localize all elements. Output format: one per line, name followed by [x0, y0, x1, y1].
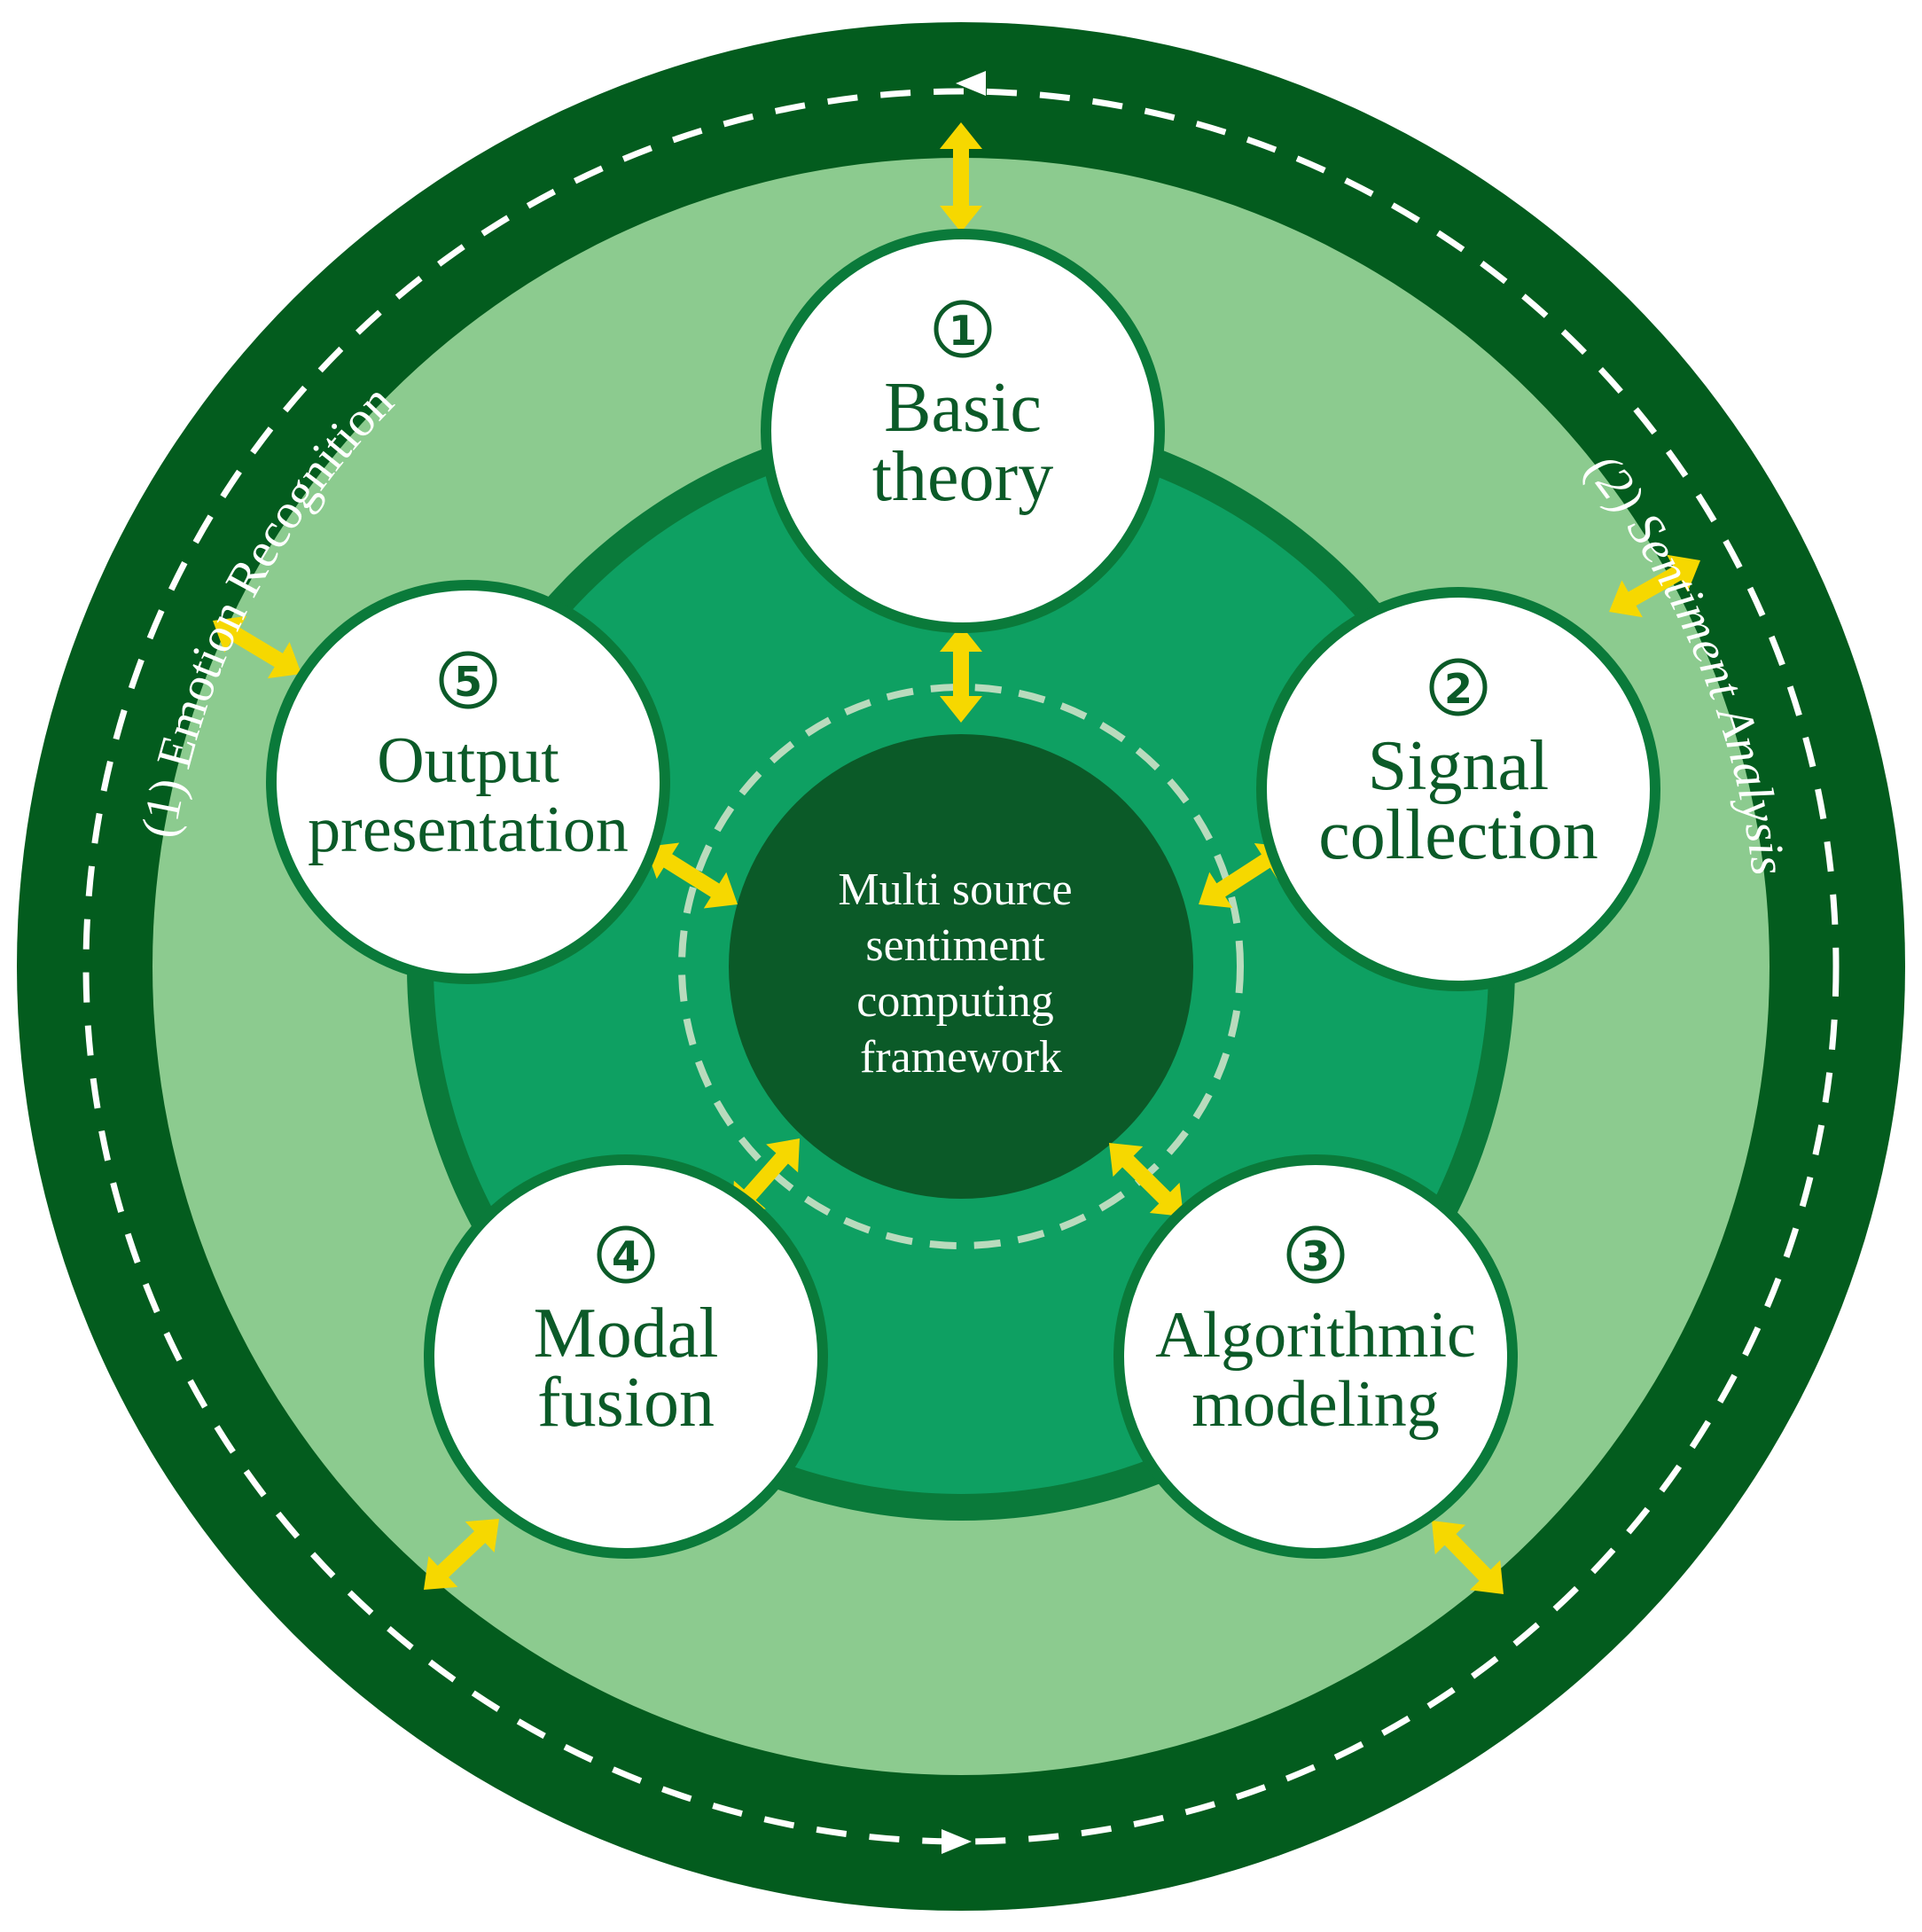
node-label-line-2: theory [872, 438, 1053, 516]
double-headed-arrow-icon [940, 625, 982, 723]
core-label-line-4: framework [860, 1032, 1062, 1083]
inner-dashed-ring [678, 684, 1244, 1249]
node-circle [761, 229, 1165, 633]
step-number-circle [934, 300, 992, 358]
double-headed-arrow-icon [645, 842, 738, 909]
step-number-circle [1429, 658, 1488, 716]
step-number: 5 [454, 658, 482, 706]
step-number-circle [597, 1225, 655, 1284]
step-number: 3 [1301, 1232, 1330, 1280]
node-label-line-1: Basic [884, 369, 1042, 447]
node-label-line-2: collection [1318, 796, 1598, 874]
core-circle [729, 734, 1193, 1199]
double-headed-arrow-icon [940, 122, 982, 232]
node-label-line-1: Modal [534, 1295, 719, 1373]
core-label-line-3: computing [856, 976, 1053, 1027]
double-headed-arrow-icon [1199, 843, 1288, 908]
node-label-line-1: Output [377, 724, 559, 797]
core-label-line-1: Multi source [838, 864, 1072, 915]
core-label: Multi source sentiment computing framewo… [838, 864, 1083, 1083]
double-headed-arrow-icon [1109, 1143, 1184, 1217]
step-number: 2 [1444, 665, 1473, 713]
node-label-line-2: modeling [1191, 1368, 1440, 1441]
node-circle [424, 1154, 828, 1559]
double-headed-arrow-icon [213, 615, 301, 679]
node-label-line-2: fusion [537, 1364, 715, 1442]
step-number: 1 [949, 307, 977, 355]
dashed-arrowhead-icon [941, 1829, 972, 1854]
double-headed-arrow-icon [732, 1138, 800, 1215]
double-headed-arrow-icon [424, 1519, 499, 1590]
node-label-line-1: Algorithmic [1155, 1299, 1476, 1372]
dashed-cycle-path [82, 88, 1840, 1845]
node-label-line-1: Signal [1368, 727, 1549, 805]
dashed-arrowhead-icon [956, 71, 986, 96]
core-label-line-2: sentiment [865, 920, 1045, 971]
double-headed-arrow-icon [1432, 1521, 1504, 1594]
node-circle [1113, 1154, 1518, 1559]
node-circle [1256, 587, 1660, 991]
node-label-line-2: presentation [308, 794, 629, 866]
double-headed-arrow-icon [1609, 554, 1700, 618]
step-number-circle [439, 651, 497, 709]
step-number: 4 [612, 1232, 640, 1280]
node-circle [266, 580, 670, 984]
step-number-circle [1286, 1225, 1345, 1284]
